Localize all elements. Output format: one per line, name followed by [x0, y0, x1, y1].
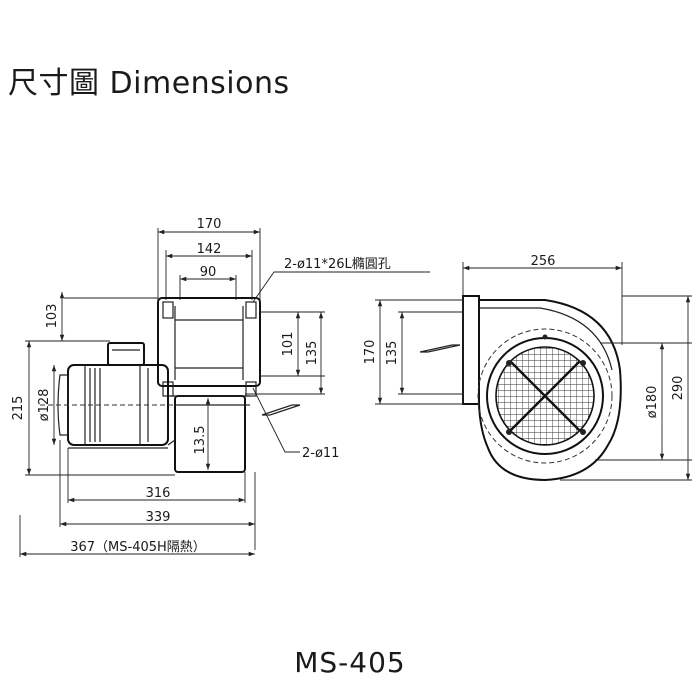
model-name: MS-405	[294, 646, 406, 679]
dim-367: 367（MS-405H隔熱）	[70, 540, 206, 555]
dim-170-side: 170	[363, 340, 378, 365]
round-holes-note: 2-ø11	[302, 446, 339, 461]
dim-inlet-diameter: ø180	[645, 386, 660, 419]
dimension-labels: 170 142 90 103 215 ø128 101 135 13.5 316…	[11, 217, 686, 555]
dim-motor-diameter: ø128	[37, 389, 52, 422]
dim-339: 339	[146, 510, 171, 525]
dim-135-front: 135	[305, 341, 320, 366]
dim-103: 103	[45, 304, 60, 329]
dim-316: 316	[146, 486, 171, 501]
side-view	[375, 262, 692, 482]
dim-290: 290	[671, 376, 686, 401]
dim-101: 101	[281, 332, 296, 357]
dim-170: 170	[197, 217, 222, 232]
dim-256: 256	[531, 254, 556, 269]
page-title: 尺寸圖 Dimensions	[8, 66, 290, 101]
dim-13-5: 13.5	[193, 426, 208, 455]
dim-215: 215	[11, 396, 26, 421]
dim-142: 142	[197, 242, 222, 257]
dim-90: 90	[200, 265, 217, 280]
slot-holes-note: 2-ø11*26L橢圓孔	[284, 257, 391, 272]
front-view	[19, 228, 430, 557]
dim-135-side: 135	[385, 341, 400, 366]
